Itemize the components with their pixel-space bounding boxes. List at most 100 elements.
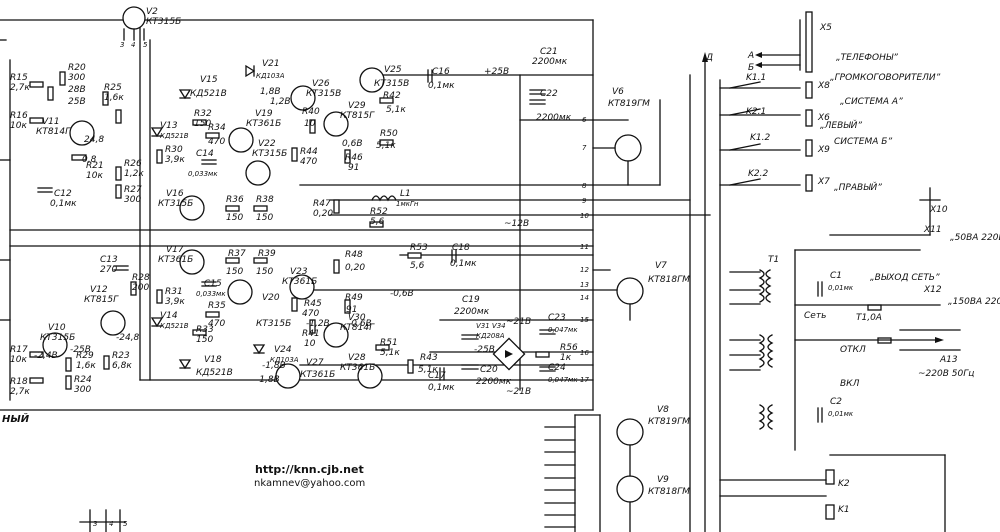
label-R39-val: 150	[256, 267, 273, 277]
label-R21: R21	[86, 161, 104, 171]
label-R46: R46	[345, 153, 363, 163]
label-T1: T1	[768, 255, 779, 265]
label-C19: C19	[462, 295, 480, 305]
label-V2-ref: V2	[146, 7, 158, 17]
label-C23: C23	[548, 313, 566, 323]
x5-ref: X5	[819, 23, 832, 33]
svg-text:7: 7	[582, 144, 587, 152]
v-ac21-bottom: ~21В	[506, 387, 531, 397]
label-R24: R24	[74, 375, 92, 385]
v-06: 0,6В	[342, 139, 363, 149]
label-V6-type: КТ819ГМ	[608, 99, 650, 109]
label-V23-type: КТ361Б	[282, 277, 317, 287]
label-R52-val: 5,6	[370, 217, 385, 227]
v-12: 1,2В	[270, 97, 291, 107]
label-R37-val: 150	[226, 267, 243, 277]
component-labels: V2 КТ315Б V6 КТ819ГМ V7 КТ818ГМ V8 КТ819…	[10, 7, 974, 515]
label-V22-type: КТ315Б	[252, 149, 287, 159]
label-V20-type: КТ315Б	[256, 319, 291, 329]
board-pin-numbers: 6 7 8 9 10 11 12 13 14 15 16 17	[580, 116, 589, 384]
label-V22-ref: V22	[258, 139, 276, 149]
label-R18: R18	[10, 377, 28, 387]
label-R48: R48	[345, 250, 363, 260]
v-28: 28В	[68, 85, 86, 95]
label-V27-type: КТ361Б	[300, 370, 335, 380]
label-R30-val: 3,9к	[165, 155, 185, 165]
label-V8-type: КТ819ГМ	[648, 417, 690, 427]
x6-ref: X6	[817, 113, 830, 123]
label-V29-type: КТ815Г	[340, 111, 375, 121]
label-R36-val: 150	[226, 213, 243, 223]
label-V31-ref: V31 V34	[476, 322, 506, 330]
label-R20: R20	[68, 63, 86, 73]
label-V18-type: КД521В	[196, 368, 233, 378]
board-busses	[139, 19, 594, 391]
label-C21: C21	[540, 47, 558, 57]
svg-text:9: 9	[582, 197, 587, 205]
label-R47-val: 0,20	[313, 209, 333, 219]
label-R27-val: 300	[124, 195, 141, 205]
label-R31: R31	[165, 287, 183, 297]
label-R43: R43	[420, 353, 438, 363]
v-248: 24,8	[84, 135, 104, 145]
label-R49: R49	[345, 293, 363, 303]
bottom-pins: 3 4 5	[79, 509, 128, 532]
label-R28-val: 200	[132, 283, 149, 293]
label-V18-ref: V18	[204, 355, 222, 365]
v-minus18-b: -1,8В	[262, 361, 286, 371]
v-minus25b: -25В	[70, 345, 91, 355]
svg-text:8: 8	[582, 182, 587, 190]
x6-name: „ЛЕВЫЙ”	[820, 119, 862, 131]
label-V29-ref: V29	[348, 101, 366, 111]
label-R45-val: 470	[302, 309, 319, 319]
svg-text:3: 3	[120, 41, 124, 49]
label-V21-ref: V21	[262, 59, 280, 69]
v-minus12: -1,2В	[306, 319, 330, 329]
svg-text:14: 14	[580, 294, 589, 302]
resistor-symbols	[29, 71, 892, 390]
x12b-name: „150ВА 220В”	[948, 297, 1000, 307]
x11-name: „50ВА 220В”	[950, 233, 1000, 243]
label-V10-type: КТ315Б	[40, 333, 75, 343]
label-R32: R32	[194, 109, 212, 119]
label-V2-type: КТ315Б	[146, 17, 181, 27]
label-C14: C14	[196, 149, 214, 159]
x5-pin-b: Б	[748, 63, 754, 73]
label-C21-val: 2200мк	[532, 57, 568, 67]
label-V11-ref: V11	[42, 117, 60, 127]
label-R44: R44	[300, 147, 318, 157]
label-R37: R37	[228, 249, 246, 259]
label-V28-ref: V28	[348, 353, 366, 363]
v-08: 0,8	[82, 155, 97, 165]
svg-text:6: 6	[582, 116, 587, 124]
label-V31-type: КД208А	[476, 332, 505, 340]
label-C12: C12	[54, 189, 72, 199]
label-C22: C22	[540, 89, 558, 99]
label-V6-ref: V6	[612, 87, 624, 97]
label-R33: R33	[196, 325, 214, 335]
board-label: НЫЙ	[2, 412, 30, 425]
x5-name: „ТЕЛЕФОНЫ”	[836, 53, 898, 63]
label-R18-val: 2,7к	[10, 387, 30, 397]
label-C1: C1	[830, 271, 842, 281]
label-V27-ref: V27	[306, 358, 324, 368]
v-ac12: ~12В	[504, 219, 529, 229]
credits-email[interactable]: nkamnev@yahoo.com	[254, 478, 365, 489]
x7-name: „ПРАВЫЙ”	[834, 181, 882, 193]
svg-text:13: 13	[580, 281, 589, 289]
label-R15-val: 2,7к	[10, 83, 30, 93]
label-R20-val: 300	[68, 73, 85, 83]
x12-name: „ВЫХОД СЕТЬ”	[870, 273, 940, 283]
label-R15: R15	[10, 73, 28, 83]
label-C14-val: 0,033мк	[188, 170, 218, 178]
label-V17-type: КТ361Б	[158, 255, 193, 265]
power-section	[719, 187, 961, 532]
label-F1-val: T1,0A	[856, 313, 882, 323]
credits-url[interactable]: http://knn.cjb.net	[255, 463, 364, 476]
label-R16-val: 10к	[10, 121, 27, 131]
label-V24-type: КД103А	[270, 356, 299, 364]
label-R33-val: 150	[196, 335, 213, 345]
label-C16-val: 0,1мк	[428, 81, 455, 91]
label-R47: R47	[313, 199, 331, 209]
